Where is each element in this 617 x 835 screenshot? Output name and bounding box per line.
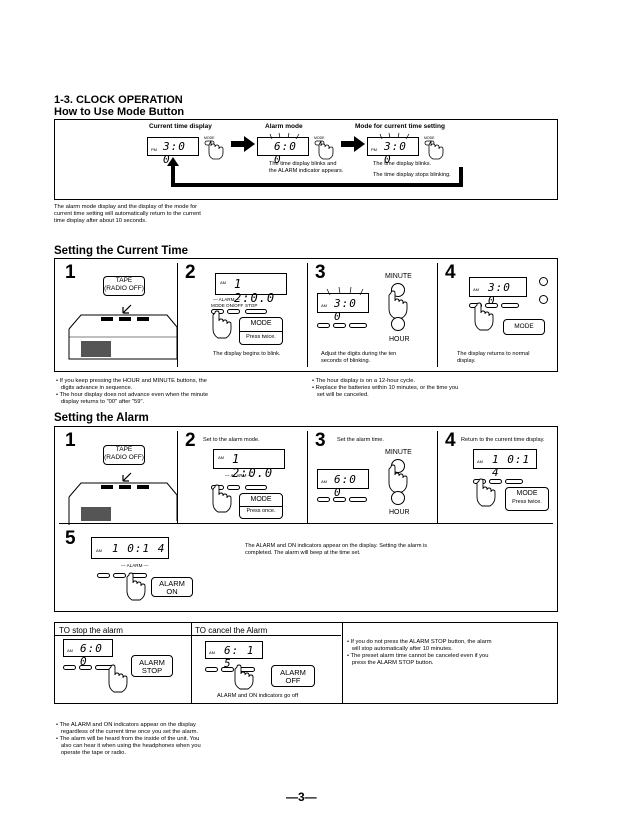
page-number: —3— xyxy=(286,790,317,804)
pointing-hand-icon xyxy=(388,290,408,319)
onoff-button[interactable] xyxy=(227,309,240,314)
step3-heading: Set the alarm time. xyxy=(337,437,384,443)
step-number: 2 xyxy=(185,262,196,283)
setting-current-time-panel: 1 TAPE (RADIO OFF) 2 AM 1 2:0.0 — ALARM … xyxy=(54,258,558,372)
cancel-lcd: AM 6: 1 5 xyxy=(205,641,263,670)
hour-button[interactable] xyxy=(391,317,405,331)
cassette-unit-illustration xyxy=(68,304,178,360)
section-title: 1-3. CLOCK OPERATION xyxy=(54,94,183,106)
hour-label: HOUR xyxy=(389,336,410,343)
step2-lcd: AM 1 2:0.0 xyxy=(213,449,285,480)
tape-radio-off-switch[interactable]: TAPE (RADIO OFF) xyxy=(103,445,145,465)
hour-label: HOUR xyxy=(389,509,410,516)
current-time-notes-left: • If you keep pressing the HOUR and MINU… xyxy=(56,378,209,405)
setting-current-time-title: Setting the Current Time xyxy=(54,245,188,257)
step4-lcd: AM 1 0:1 4 xyxy=(473,449,537,479)
step-number: 5 xyxy=(65,528,76,549)
pointing-hand-icon: MODE xyxy=(424,136,444,160)
cancel-caption: ALARM and ON indicators go off xyxy=(217,693,299,699)
pointing-hand-icon xyxy=(234,664,254,690)
pointing-hand-icon: MODE xyxy=(204,136,224,160)
mode-callout: MODE Press twice. xyxy=(239,317,283,345)
minute-label: MINUTE xyxy=(385,273,412,280)
setting-blink-note: The time display blinks. xyxy=(373,161,432,167)
pointing-hand-icon xyxy=(476,478,496,507)
col-current-time-label: Current time display xyxy=(149,123,212,130)
step2-caption: The display begins to blink. xyxy=(213,351,281,357)
step4-heading: Return to the current time display. xyxy=(461,437,545,443)
onoff-button[interactable] xyxy=(227,485,240,490)
setting-alarm-panel: 1 TAPE (RADIO OFF) 2 Set to the alarm mo… xyxy=(54,426,558,612)
step-number: 4 xyxy=(445,430,456,451)
col-alarm-mode-label: Alarm mode xyxy=(265,123,303,130)
step3-lcd: AM 3:0 0 xyxy=(317,286,369,323)
pointing-hand-icon xyxy=(388,464,408,493)
mode-callout: MODE Press once. xyxy=(239,493,283,519)
alarm-stop-button[interactable]: ALARM STOP xyxy=(131,655,173,677)
current-time-lcd: PM 3:0 0 xyxy=(147,137,199,166)
col-setting-mode-label: Mode for current time setting xyxy=(355,123,445,130)
stop-button[interactable] xyxy=(245,309,267,314)
header-rule xyxy=(54,119,558,120)
setting-mode-lcd: PM 3:0 0 xyxy=(367,132,419,166)
stop-cancel-notes: • If you do not press the ALARM STOP but… xyxy=(347,639,492,666)
svg-text:MODE: MODE xyxy=(204,136,215,140)
stop-lcd: AM 6:0 0 xyxy=(63,639,113,668)
step-number: 4 xyxy=(445,262,456,283)
hour-button[interactable] xyxy=(391,491,405,505)
tape-radio-off-switch[interactable]: TAPE (RADIO OFF) xyxy=(103,276,145,296)
step5-lcd: AM 1 0:1 4 xyxy=(91,537,169,559)
step2-lcd: AM 1 2:0.0 xyxy=(215,273,287,305)
pointing-hand-icon: MODE xyxy=(314,136,334,160)
cancel-alarm-title: TO cancel the Alarm xyxy=(195,626,268,635)
return-arrow-icon xyxy=(167,157,463,187)
step4-caption: The display returns to normal display. xyxy=(457,351,530,364)
svg-text:MODE: MODE xyxy=(314,136,325,140)
step3-caption: Adjust the digits during the ten seconds… xyxy=(321,351,397,364)
step-number: 3 xyxy=(315,262,326,283)
step3-lcd: AM 6:0 0 xyxy=(317,469,369,499)
svg-text:MODE: MODE xyxy=(424,136,435,140)
step2-heading: Set to the alarm mode. xyxy=(203,437,260,443)
setting-stop-note: The time display stops blinking. xyxy=(373,172,451,178)
mode-return-note: The alarm mode display and the display o… xyxy=(54,204,201,224)
mode-diagram: Current time display Alarm mode Mode for… xyxy=(54,120,558,200)
footer-notes: • The ALARM and ON indicators appear on … xyxy=(56,722,201,756)
stop-cancel-panel: TO stop the alarm AM 6:0 0 ALARM STOP TO… xyxy=(54,622,558,704)
mode-callout: MODE xyxy=(503,319,545,335)
step-number: 3 xyxy=(315,430,326,451)
step-number: 2 xyxy=(185,430,196,451)
alarm-mode-lcd: 6:0 0 xyxy=(257,132,309,166)
stop-alarm-title: TO stop the alarm xyxy=(59,626,123,635)
pointing-hand-icon xyxy=(212,310,232,339)
minute-label: MINUTE xyxy=(385,449,412,456)
stop-button[interactable] xyxy=(245,485,267,490)
pointing-hand-icon xyxy=(474,302,494,331)
alarm-mode-note: The time display blinks and the ALARM in… xyxy=(269,161,344,174)
section-subtitle: How to Use Mode Button xyxy=(54,106,185,118)
step4-lcd: AM 3:0 0 xyxy=(469,277,527,307)
alarm-on-button[interactable]: ALARM ON xyxy=(151,577,193,597)
right-arrow-icon xyxy=(231,136,255,152)
alarm-off-button[interactable]: ALARM OFF xyxy=(271,665,315,687)
pointing-hand-icon xyxy=(126,572,146,601)
cassette-unit-illustration xyxy=(68,472,178,525)
pointing-hand-icon xyxy=(108,664,128,693)
mode-callout: MODE Press twice. xyxy=(505,487,549,511)
step-number: 1 xyxy=(65,430,76,451)
step5-caption: The ALARM and ON indicators appear on th… xyxy=(245,543,428,556)
pointing-hand-icon xyxy=(212,484,232,513)
setting-alarm-title: Setting the Alarm xyxy=(54,412,149,424)
right-arrow-icon xyxy=(341,136,365,152)
current-time-notes-right: • The hour display is on a 12-hour cycle… xyxy=(312,378,459,398)
step-number: 1 xyxy=(65,262,76,283)
